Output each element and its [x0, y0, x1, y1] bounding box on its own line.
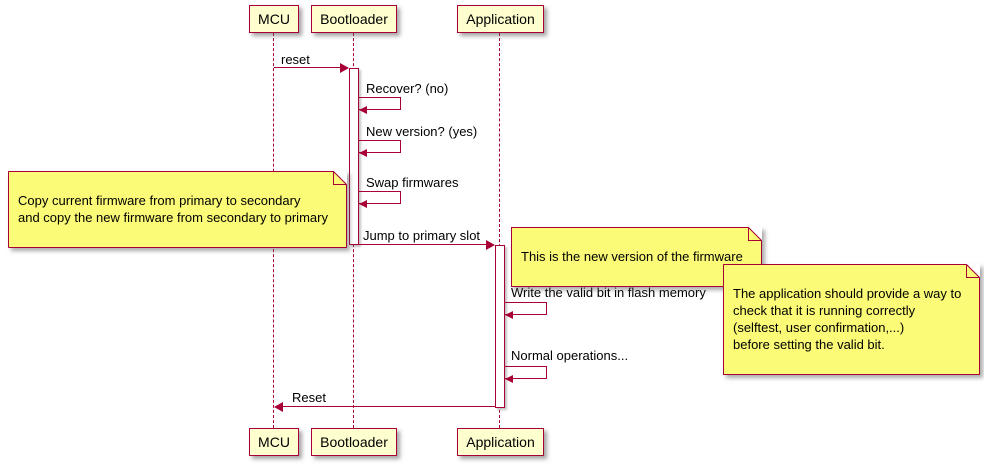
note-new-version-text: This is the new version of the firmware — [521, 249, 743, 264]
note-valid-bit: The application should provide a way to … — [723, 264, 981, 375]
message-normal-operations-label: Normal operations... — [511, 348, 629, 363]
message-reset-back-label: Reset — [292, 390, 326, 405]
participant-bootloader-bottom: Bootloader — [311, 428, 397, 456]
arrowhead-left-icon — [359, 200, 367, 208]
note-fold-icon — [332, 171, 347, 185]
message-swap-label: Swap firmwares — [366, 175, 459, 190]
participant-application-bottom: Application — [457, 428, 544, 456]
message-new-version-selfloop — [359, 140, 401, 157]
message-reset-label: reset — [281, 52, 310, 67]
arrowhead-right-icon — [486, 240, 495, 250]
note-fold-icon — [966, 264, 981, 278]
message-reset-back-line — [282, 406, 495, 407]
note-fold-icon — [747, 227, 762, 241]
participant-bootloader-top: Bootloader — [311, 5, 397, 33]
message-write-valid-bit-selfloop — [505, 302, 547, 319]
arrowhead-left-icon — [505, 311, 513, 319]
note-new-version: This is the new version of the firmware — [511, 227, 762, 287]
note-copy-firmware-text: Copy current firmware from primary to se… — [18, 193, 328, 225]
participant-application-top: Application — [457, 5, 544, 33]
arrowhead-left-icon — [505, 375, 513, 383]
note-copy-firmware: Copy current firmware from primary to se… — [8, 171, 347, 248]
message-normal-operations-selfloop — [505, 366, 547, 383]
participant-mcu-top: MCU — [249, 5, 299, 33]
message-jump-label: Jump to primary slot — [363, 228, 481, 243]
message-new-version-label: New version? (yes) — [366, 124, 478, 139]
message-recover-selfloop — [359, 97, 401, 114]
message-reset-line — [274, 67, 341, 68]
arrowhead-left-icon — [274, 402, 283, 412]
note-valid-bit-text: The application should provide a way to … — [733, 286, 962, 352]
arrowhead-right-icon — [340, 63, 349, 73]
participant-mcu-bottom: MCU — [249, 428, 299, 456]
activation-application — [495, 245, 505, 408]
message-recover-label: Recover? (no) — [366, 81, 449, 96]
message-swap-selfloop — [359, 191, 401, 208]
arrowhead-left-icon — [359, 106, 367, 114]
message-write-valid-bit-label: Write the valid bit in flash memory — [511, 285, 706, 300]
lifeline-application — [499, 33, 500, 428]
message-jump-line — [359, 244, 487, 245]
arrowhead-left-icon — [359, 149, 367, 157]
activation-bootloader — [349, 68, 359, 245]
